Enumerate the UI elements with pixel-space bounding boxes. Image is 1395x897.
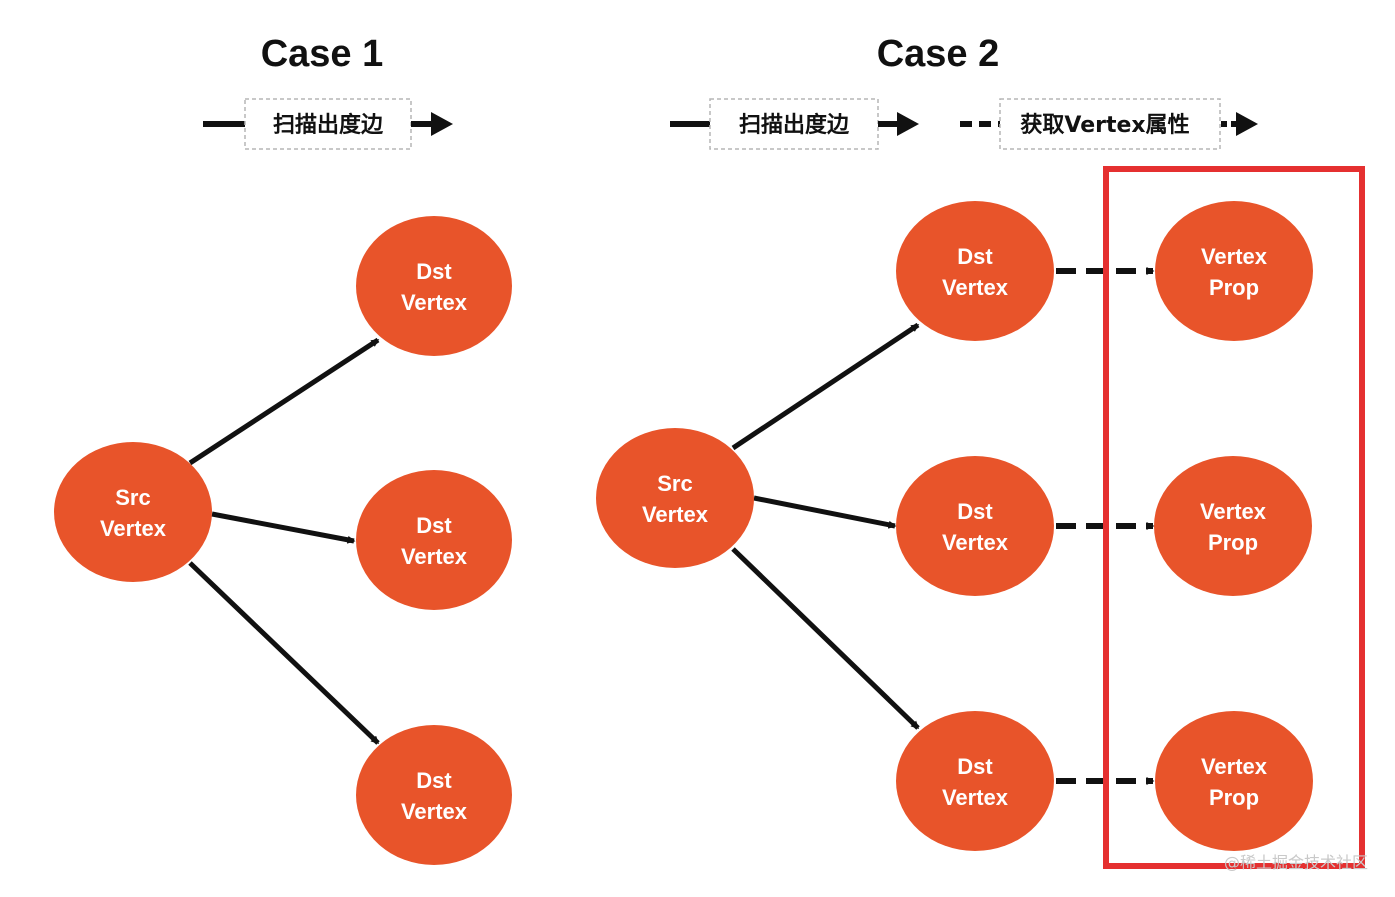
node-label-line1: Src <box>115 485 150 510</box>
node-label-line2: Vertex <box>942 785 1009 810</box>
legend-scan-label: 扫描出度边 <box>273 112 384 138</box>
node-label-line2: Vertex <box>642 502 709 527</box>
node-label-line1: Vertex <box>1200 499 1267 524</box>
case2-edge-middle <box>753 495 897 529</box>
case2-edge-bottom <box>731 547 920 730</box>
case1-edge-top <box>188 337 380 466</box>
case2-prop-node-2: Vertex Prop <box>1154 456 1312 596</box>
node-label-line2: Vertex <box>942 275 1009 300</box>
case2-dst-node-2: Dst Vertex <box>896 456 1054 596</box>
node-label-line1: Dst <box>957 244 993 269</box>
case2-group: Case 2 扫描出度边 获取Vertex属性 Src Vert <box>596 33 1365 869</box>
case1-edge-middle <box>211 511 356 544</box>
case1-edge-bottom <box>188 561 380 745</box>
case2-legend: 扫描出度边 获取Vertex属性 <box>670 98 1258 150</box>
case2-title: Case 2 <box>877 33 1000 75</box>
case2-edge-top <box>731 322 920 451</box>
case2-dst-node-3: Dst Vertex <box>896 711 1054 851</box>
node-label-line2: Vertex <box>401 290 468 315</box>
case1-legend: 扫描出度边 <box>203 98 453 150</box>
node-label-line1: Dst <box>416 259 452 284</box>
node-label-line1: Vertex <box>1201 754 1268 779</box>
legend-label-box <box>709 98 879 150</box>
case1-dst-node-1: Dst Vertex <box>356 216 512 356</box>
node-label-line1: Dst <box>416 513 452 538</box>
watermark: @稀土掘金技术社区 <box>1224 853 1368 872</box>
legend-arrowhead <box>1236 112 1258 136</box>
node-label-line1: Dst <box>957 499 993 524</box>
highlight-box <box>1103 166 1365 869</box>
case2-dst-node-1: Dst Vertex <box>896 201 1054 341</box>
case2-prop-node-3: Vertex Prop <box>1155 711 1313 851</box>
case1-src-node: Src Vertex <box>54 442 212 582</box>
node-label-line2: Vertex <box>942 530 1009 555</box>
legend-scan-label: 扫描出度边 <box>739 112 850 138</box>
node-label-line1: Dst <box>957 754 993 779</box>
node-label-line1: Src <box>657 471 692 496</box>
legend-label-box <box>999 98 1221 150</box>
node-label-line2: Prop <box>1209 275 1259 300</box>
case1-group: Case 1 扫描出度边 Src Vertex Dst Vertex Dst V… <box>54 33 512 865</box>
case2-prop-node-1: Vertex Prop <box>1155 201 1313 341</box>
case2-src-node: Src Vertex <box>596 428 754 568</box>
node-label-line1: Vertex <box>1201 244 1268 269</box>
legend-arrowhead <box>897 112 919 136</box>
node-label-line1: Dst <box>416 768 452 793</box>
legend-fetch-label: 获取Vertex属性 <box>1020 113 1189 138</box>
case1-dst-node-3: Dst Vertex <box>356 725 512 865</box>
node-label-line2: Prop <box>1209 785 1259 810</box>
node-label-line2: Vertex <box>100 516 167 541</box>
node-label-line2: Vertex <box>401 544 468 569</box>
node-label-line2: Vertex <box>401 799 468 824</box>
case1-title: Case 1 <box>261 33 384 75</box>
legend-arrowhead <box>431 112 453 136</box>
node-label-line2: Prop <box>1208 530 1258 555</box>
case1-dst-node-2: Dst Vertex <box>356 470 512 610</box>
